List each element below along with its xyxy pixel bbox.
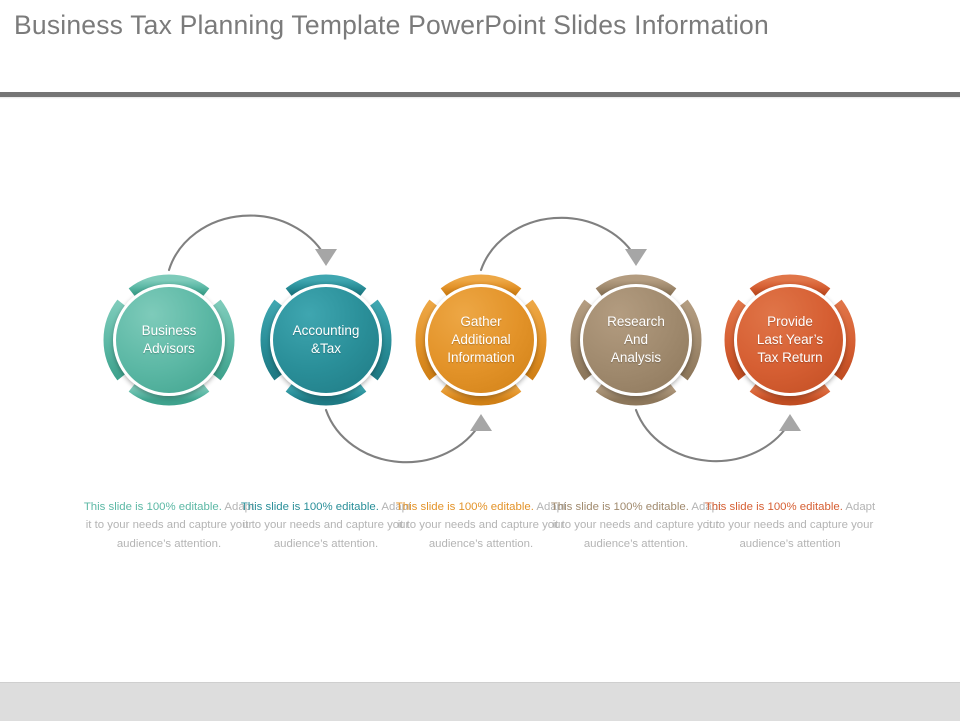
connector-4-5: [634, 408, 801, 463]
node-disc-business-advisors[interactable]: Business Advisors: [113, 284, 225, 396]
slide-title-bar: Business Tax Planning Template PowerPoin…: [0, 0, 960, 92]
page-title: Business Tax Planning Template PowerPoin…: [14, 10, 769, 40]
process-diagram: Business Advisors Accounting &Tax Gather A…: [0, 100, 960, 680]
process-node-business-advisors[interactable]: Business Advisors: [101, 272, 237, 408]
node-disc-gather-additional-information[interactable]: Gather Additional Information: [425, 284, 537, 396]
node-caption-accounting-tax: This slide is 100% editable. Adapt it to…: [238, 498, 414, 553]
process-node-provide-last-years-tax-return[interactable]: Provide Last Year’s Tax Return: [722, 272, 858, 408]
node-label-research-and-analysis: Research And Analysis: [607, 314, 665, 365]
caption-highlight-business-advisors: This slide is 100% editable.: [83, 501, 222, 513]
caption-highlight-accounting-tax: This slide is 100% editable.: [240, 501, 379, 513]
caption-body-accounting-tax: Adapt it to your needs and capture your …: [242, 501, 412, 550]
node-label-business-advisors: Business Advisors: [141, 323, 197, 356]
node-label-provide-last-years-tax-return: Provide Last Year’s Tax Return: [756, 314, 824, 365]
node-ring-research-and-analysis: [568, 272, 704, 408]
connector-1-2: [167, 214, 337, 272]
footer-strip: [0, 682, 960, 721]
caption-body-business-advisors: Adapt it to your needs and capture your …: [85, 501, 255, 550]
caption-body-gather-additional-information: Adapt it to your needs and capture your …: [397, 501, 567, 550]
process-node-research-and-analysis[interactable]: Research And Analysis: [568, 272, 704, 408]
node-caption-provide-last-years-tax-return: This slide is 100% editable. Adapt it to…: [702, 498, 878, 553]
title-divider-shadow: [0, 97, 960, 99]
node-disc-accounting-tax[interactable]: Accounting &Tax: [270, 284, 382, 396]
caption-highlight-provide-last-years-tax-return: This slide is 100% editable.: [704, 501, 843, 513]
node-caption-research-and-analysis: This slide is 100% editable. Adapt it to…: [548, 498, 724, 553]
caption-highlight-gather-additional-information: This slide is 100% editable.: [395, 501, 534, 513]
node-disc-research-and-analysis[interactable]: Research And Analysis: [580, 284, 692, 396]
node-ring-accounting-tax: [258, 272, 394, 408]
node-disc-provide-last-years-tax-return[interactable]: Provide Last Year’s Tax Return: [734, 284, 846, 396]
node-label-accounting-tax: Accounting &Tax: [292, 323, 360, 356]
caption-body-research-and-analysis: Adapt it to your needs and capture your …: [552, 501, 722, 550]
connector-3-4: [479, 216, 647, 272]
process-node-gather-additional-information[interactable]: Gather Additional Information: [413, 272, 549, 408]
title-divider: [0, 92, 960, 97]
node-ring-gather-additional-information: [413, 272, 549, 408]
process-node-accounting-tax[interactable]: Accounting &Tax: [258, 272, 394, 408]
node-label-gather-additional-information: Gather Additional Information: [447, 314, 515, 365]
caption-highlight-research-and-analysis: This slide is 100% editable.: [550, 501, 689, 513]
connector-2-3: [324, 408, 492, 464]
caption-body-provide-last-years-tax-return: Adapt it to your needs and capture your …: [706, 501, 876, 550]
node-ring-provide-last-years-tax-return: [722, 272, 858, 408]
node-caption-gather-additional-information: This slide is 100% editable. Adapt it to…: [393, 498, 569, 553]
node-ring-business-advisors: [101, 272, 237, 408]
connector-arrow-layer: [167, 214, 801, 464]
node-caption-business-advisors: This slide is 100% editable. Adapt it to…: [81, 498, 257, 553]
